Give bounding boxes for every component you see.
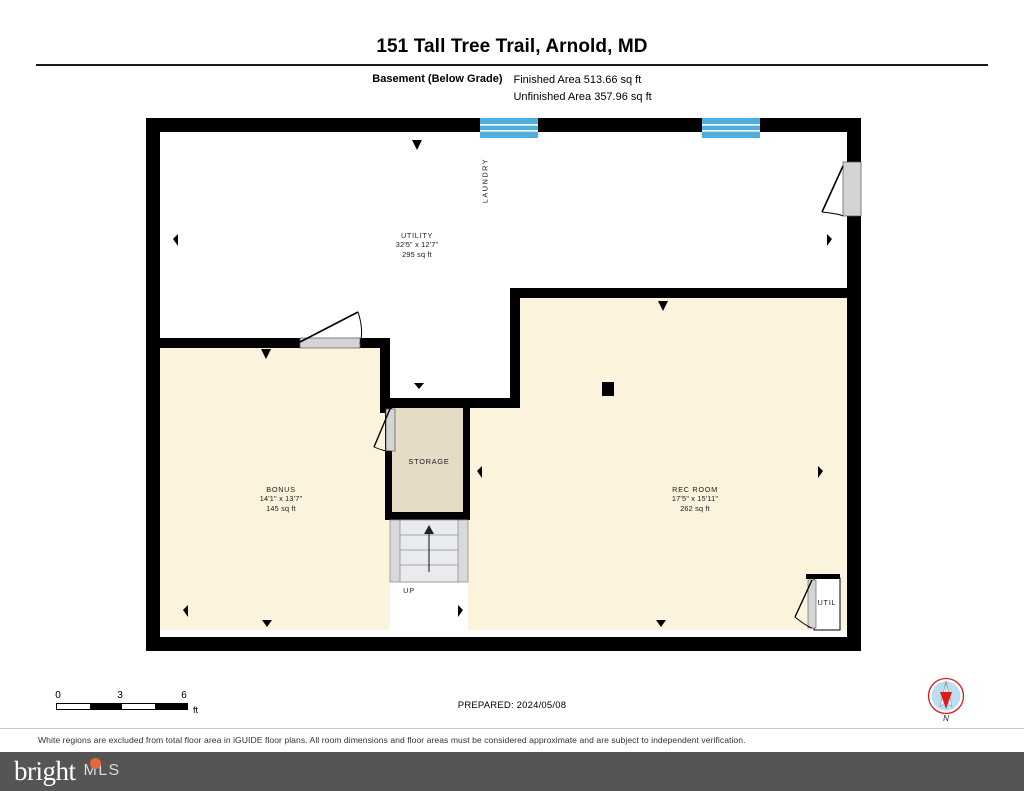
room-label-utility: UTILITY 32'5" x 12'7" 295 sq ft <box>396 231 439 259</box>
brand-name-text: bright <box>14 756 76 786</box>
rec-room-area <box>468 294 847 630</box>
interior-wall-bonus-top <box>160 338 390 348</box>
door-utility-exterior <box>821 161 862 217</box>
room-area-utility: 295 sq ft <box>402 249 432 259</box>
room-area-rec-room: 262 sq ft <box>680 503 710 513</box>
utility-closet-label: UTIL <box>817 598 837 607</box>
compass-north-label: N <box>943 714 949 723</box>
window-right <box>702 118 760 138</box>
brand-bar <box>0 752 1024 791</box>
dimension-arrows <box>173 140 832 627</box>
interior-wall-rec-top <box>510 288 847 298</box>
scale-segment <box>154 704 187 709</box>
utility-room-area <box>160 124 847 406</box>
bonus-room-area <box>160 345 390 630</box>
door-storage-closet <box>373 408 396 452</box>
scale-bar-segments <box>56 703 188 710</box>
compass-icon <box>927 677 965 715</box>
interior-wall-bonus-right <box>380 345 390 413</box>
room-label-bonus: BONUS 14'1" x 13'7" 145 sq ft <box>260 485 303 513</box>
window-left <box>480 118 538 138</box>
compass-rose: N <box>925 677 967 725</box>
interior-wall-storage-bottom <box>385 512 470 520</box>
brand-accent-dot-icon <box>90 758 101 769</box>
utility-closet <box>794 574 841 631</box>
scale-tick-end: 6 <box>181 690 187 701</box>
title-divider <box>36 64 988 66</box>
finished-area-text: Finished Area 513.66 sq ft <box>513 74 642 86</box>
column-marker <box>602 382 614 396</box>
scale-unit-label: ft <box>193 705 199 715</box>
scale-tick-mid: 3 <box>117 690 123 701</box>
door-bonus-room <box>299 311 363 349</box>
brand-suffix: MLS <box>83 762 121 779</box>
room-name-bonus: BONUS <box>266 485 296 494</box>
room-label-storage: STORAGE <box>408 457 450 466</box>
interior-wall-storage-right <box>463 406 470 516</box>
room-dimensions-bonus: 14'1" x 13'7" <box>259 494 303 504</box>
room-label-rec-room: REC ROOM 17'5" x 15'11" 262 sq ft <box>672 485 718 513</box>
interior-wall-storage-left <box>385 406 392 516</box>
footer-divider <box>0 728 1024 729</box>
unfinished-area-text: Unfinished Area 357.96 sq ft <box>513 91 652 103</box>
scale-tick-0: 0 <box>55 690 61 701</box>
prepared-date: PREPARED: 2024/05/08 <box>457 700 567 711</box>
scale-ticks: 0 3 6 <box>55 690 188 703</box>
scale-segment <box>89 704 122 709</box>
room-name-utility: UTILITY <box>400 231 434 240</box>
room-area-bonus: 145 sq ft <box>266 503 296 513</box>
page-title: 151 Tall Tree Trail, Arnold, MD <box>376 36 648 57</box>
room-name-rec-room: REC ROOM <box>672 485 718 494</box>
storage-closet-area <box>390 406 468 514</box>
scale-bar: 0 3 6 ft <box>55 690 198 715</box>
staircase <box>389 519 469 583</box>
level-label: Basement (Below Grade) <box>372 73 503 85</box>
level-summary: Basement (Below Grade) Finished Area 513… <box>0 71 1024 105</box>
room-dimensions-utility: 32'5" x 12'7" <box>395 240 439 250</box>
brand-name: bright <box>14 756 101 787</box>
room-dimensions-rec-room: 17'5" x 15'11" <box>671 494 719 504</box>
room-label-laundry: LAUNDRY <box>480 157 490 204</box>
area-summary: Finished Area 513.66 sq ft Unfinished Ar… <box>513 71 651 105</box>
interior-wall-rec-left <box>510 294 520 406</box>
disclaimer-text: White regions are excluded from total fl… <box>38 735 746 745</box>
stairs-up-label: UP <box>403 586 415 595</box>
brightmls-logo: bright MLS <box>14 756 121 787</box>
interior-wall-storage-top <box>380 398 520 408</box>
